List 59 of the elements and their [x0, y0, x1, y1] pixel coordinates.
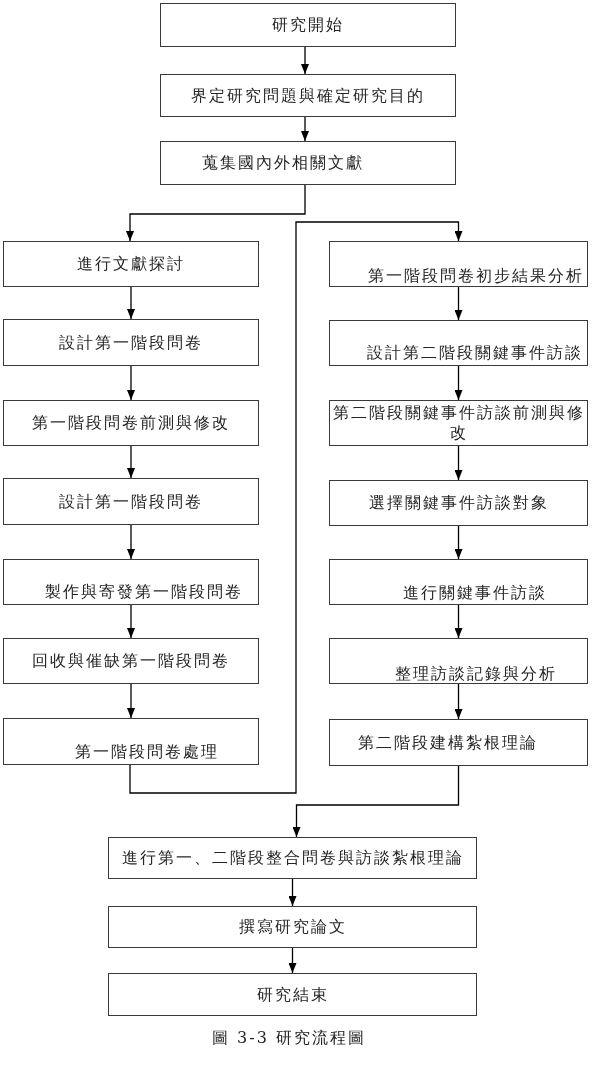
step-text: 第二階段關鍵事件訪談前測與修改: [331, 403, 586, 443]
process-box: [160, 3, 456, 47]
process-box: [108, 837, 477, 879]
process-box: [329, 241, 588, 287]
step-text: 製作與寄發第一階段問卷: [45, 582, 243, 602]
flow-arrow: [301, 46, 309, 75]
step-text: 蒐集國內外相關文獻: [202, 153, 364, 173]
flow-arrow: [127, 445, 135, 479]
step-text: 界定研究問題與確定研究目的: [191, 85, 425, 106]
process-box: [160, 141, 456, 185]
process-box: [329, 638, 588, 684]
step-text: 撰寫研究論文: [238, 917, 347, 937]
step-text: 進行關鍵事件訪談: [402, 583, 547, 603]
figure-caption: 圖 3-3 研究流程圖: [212, 1028, 366, 1049]
flow-arrow: [127, 524, 135, 560]
flow-arrow: [288, 878, 297, 907]
step-text: 設計第一階段問卷: [59, 332, 203, 353]
process-box: [3, 559, 259, 605]
process-box: [3, 638, 259, 684]
flow-arrow: [454, 683, 463, 720]
step-text: 第一階段問卷處理: [75, 741, 219, 762]
process-box: [3, 241, 259, 287]
flow-arrow: [454, 286, 463, 321]
process-box: [329, 480, 588, 526]
flow-arrow: [454, 365, 463, 401]
flow-arrow: [126, 184, 306, 242]
step-text: 第一階段問卷初步結果分析: [367, 266, 584, 286]
process-box: [108, 973, 477, 1016]
process-box: [329, 559, 588, 605]
step-text: 回收與催缺第一階段問卷: [32, 651, 230, 671]
step-text: 第二階段建構紮根理論: [357, 732, 538, 753]
step-text: 進行第一、二階段整合問卷與訪談紮根理論: [121, 848, 464, 868]
process-box: [3, 478, 259, 525]
step-text: 第一階段問卷前測與修改: [32, 413, 230, 433]
process-box: [3, 718, 259, 765]
flow-arrow: [301, 116, 309, 142]
process-box: [108, 906, 477, 948]
step-text: 設計第一階段問卷: [59, 491, 203, 512]
step-text: 整理訪談記錄與分析: [394, 664, 557, 684]
process-box: [329, 320, 588, 366]
step-text: 進行文獻探討: [77, 254, 185, 274]
step-text: 研究結束: [256, 984, 329, 1005]
flow-arrow: [454, 445, 463, 481]
flow-arrow: [292, 765, 460, 838]
flow-arrow: [127, 604, 135, 639]
flow-arrow: [127, 683, 135, 719]
flow-arrow: [454, 604, 463, 639]
step-text: 研究開始: [272, 15, 344, 35]
process-box: [329, 719, 588, 766]
flow-arrow: [454, 525, 463, 560]
process-box: [3, 400, 259, 446]
flow-arrow: [127, 286, 135, 320]
flow-arrow: [127, 365, 135, 401]
flow-arrow: [129, 221, 463, 794]
flow-arrow: [288, 947, 297, 974]
step-text: 設計第二階段關鍵事件訪談: [366, 343, 583, 363]
process-box: [160, 74, 456, 117]
step-text: 選擇關鍵事件訪談對象: [368, 493, 549, 513]
process-box: [3, 319, 259, 366]
